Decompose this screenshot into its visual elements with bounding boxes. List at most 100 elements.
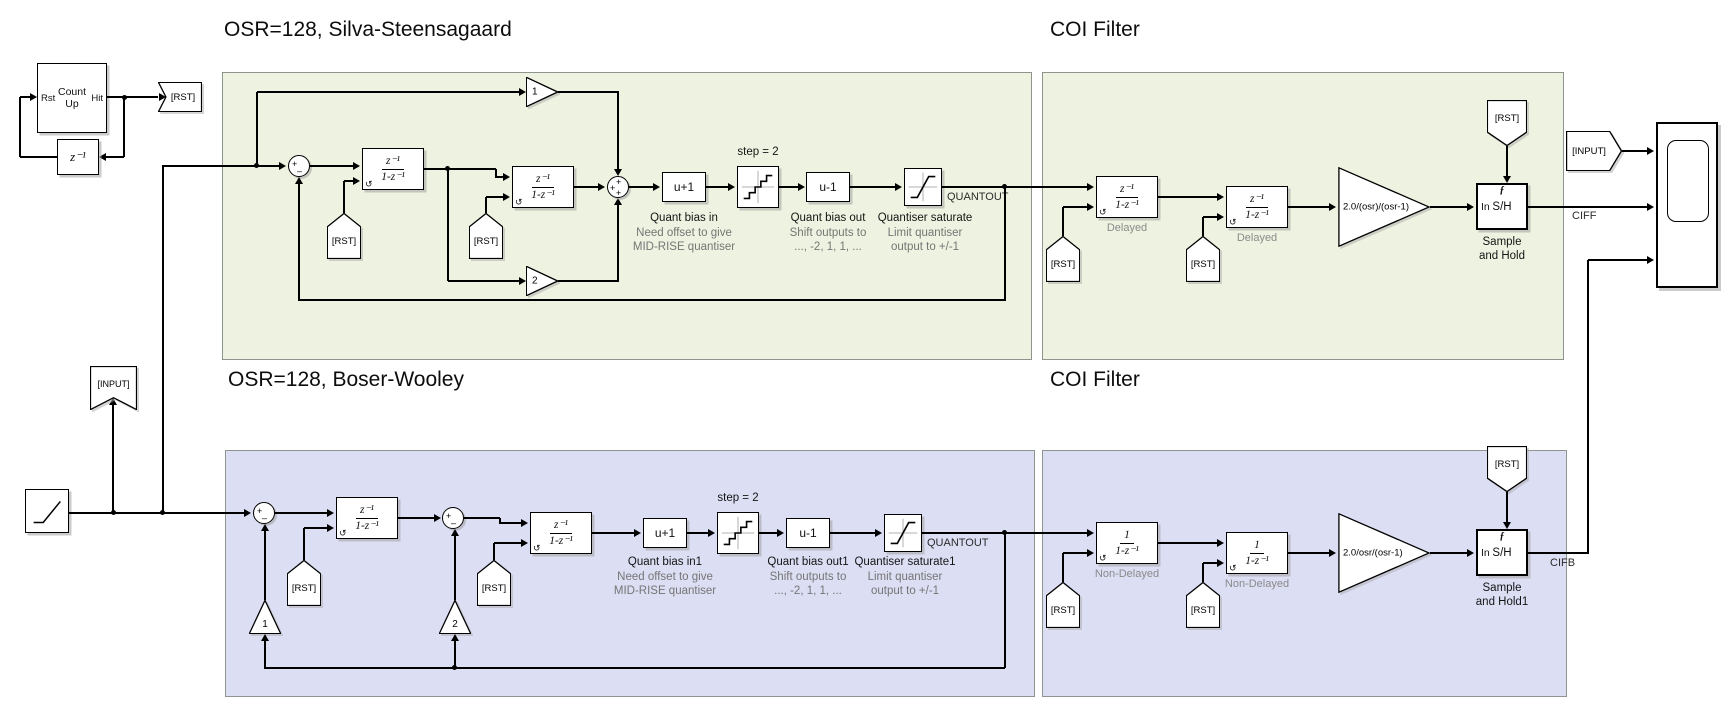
wire [830, 532, 875, 534]
wire [486, 196, 503, 198]
wire [1203, 562, 1219, 564]
arrowhead [728, 183, 735, 191]
wire [942, 186, 1090, 188]
wire [275, 512, 332, 514]
block-name: Sample [1482, 582, 1522, 594]
bias-block[interactable]: u+1 [643, 518, 687, 548]
saturation-block[interactable] [904, 168, 942, 206]
staircase-icon [738, 167, 778, 207]
bias-block[interactable]: u-1 [786, 518, 830, 548]
from-rst-tag[interactable]: [RST] [287, 560, 321, 606]
scope-block[interactable] [1656, 122, 1718, 288]
from-rst-tag[interactable]: [RST] [1186, 236, 1220, 282]
from-rst-tag[interactable]: [RST] [1046, 582, 1080, 628]
gain-block[interactable]: 2.0/osr/(osr-1) [1338, 513, 1430, 593]
from-rst-tag[interactable]: [RST] [1487, 100, 1527, 146]
bias-block[interactable]: u+1 [662, 172, 706, 202]
sh-port-label: S/H [1492, 200, 1512, 213]
signal-label: CIFF [1572, 210, 1597, 222]
wire [495, 169, 497, 178]
block-name: Quantiser saturate [877, 212, 973, 224]
arrowhead [777, 529, 784, 537]
from-rst-tag[interactable]: [RST] [469, 213, 503, 259]
wire [20, 156, 57, 158]
arrowhead [503, 173, 510, 181]
wire [454, 536, 456, 600]
gain-feedforward-block[interactable]: 2 [526, 266, 558, 296]
annotation: Need offset to give [636, 227, 732, 239]
wire [20, 96, 31, 98]
arrowhead [159, 93, 166, 101]
bias-block[interactable]: u-1 [806, 172, 850, 202]
block-name: and Hold [1478, 250, 1526, 262]
quantizer-block[interactable] [737, 166, 779, 208]
arrowhead [1217, 193, 1224, 201]
block-name: Quant bias in [650, 212, 718, 224]
arrowhead [521, 519, 528, 527]
block-name: Quant bias in1 [627, 556, 703, 568]
wire [1062, 553, 1064, 582]
in-port-label: In [1481, 200, 1490, 213]
count-up-block[interactable]: Rst Hit Count Up [37, 63, 107, 133]
sum-junction[interactable]: + – [288, 155, 310, 177]
goto-input-tag[interactable]: [INPUT] [90, 366, 137, 410]
sum-junction[interactable]: + – [253, 502, 275, 524]
saturation-block[interactable] [884, 514, 922, 552]
wire [1587, 260, 1589, 553]
wire [1202, 563, 1204, 582]
arrowhead [451, 634, 459, 641]
from-rst-tag[interactable]: [RST] [477, 560, 511, 606]
wire [69, 512, 245, 514]
scope-screen-icon [1667, 140, 1709, 222]
reset-port-icon: ↺ [1229, 563, 1237, 573]
from-rst-tag[interactable]: [RST] [327, 213, 361, 259]
arrowhead [1217, 559, 1224, 567]
wire [1063, 206, 1089, 208]
quantizer-block[interactable] [717, 512, 759, 554]
wire [629, 186, 655, 188]
wire [558, 280, 619, 282]
sum-junction[interactable]: + – [442, 507, 464, 529]
sample-hold-block[interactable]: ƒ In S/H [1476, 183, 1528, 230]
gain-block[interactable]: 2.0/(osr)/(osr-1) [1338, 167, 1430, 247]
sample-hold-block[interactable]: ƒ In S/H [1476, 529, 1528, 576]
goto-rst-tag[interactable]: [RST] [158, 82, 202, 112]
arrowhead [1087, 549, 1094, 557]
wire [592, 532, 634, 534]
sum-junction[interactable]: + + + [607, 176, 629, 198]
gain-feedback-block[interactable]: 2 [439, 600, 471, 634]
sh-port-label: S/H [1492, 546, 1512, 559]
reset-port-icon: ↺ [1229, 217, 1237, 227]
unit-delay-block[interactable]: z⁻¹ [57, 139, 99, 175]
arrowhead [1647, 256, 1654, 264]
wire [500, 522, 523, 524]
arrowhead [634, 529, 641, 537]
arrowhead [1087, 203, 1094, 211]
annotation: Shift outputs to [769, 571, 847, 583]
arrowhead [875, 529, 882, 537]
arrowhead [519, 88, 526, 96]
wire [1622, 150, 1649, 152]
from-rst-tag[interactable]: [RST] [1046, 236, 1080, 282]
wire [485, 197, 487, 213]
trigger-icon: ƒ [1499, 185, 1505, 196]
from-rst-tag[interactable]: [RST] [1186, 582, 1220, 628]
wire [19, 97, 21, 157]
from-input-tag[interactable]: [INPUT] [1566, 131, 1622, 171]
from-rst-tag[interactable]: [RST] [1487, 446, 1527, 492]
wire [464, 517, 500, 519]
arrowhead [519, 277, 526, 285]
gain-feedforward-block[interactable]: 1 [526, 77, 558, 107]
arrowhead [1087, 183, 1094, 191]
panel-boser [225, 450, 1035, 697]
ramp-source-block[interactable] [25, 489, 69, 533]
gain-feedback-block[interactable]: 1 [249, 600, 281, 634]
